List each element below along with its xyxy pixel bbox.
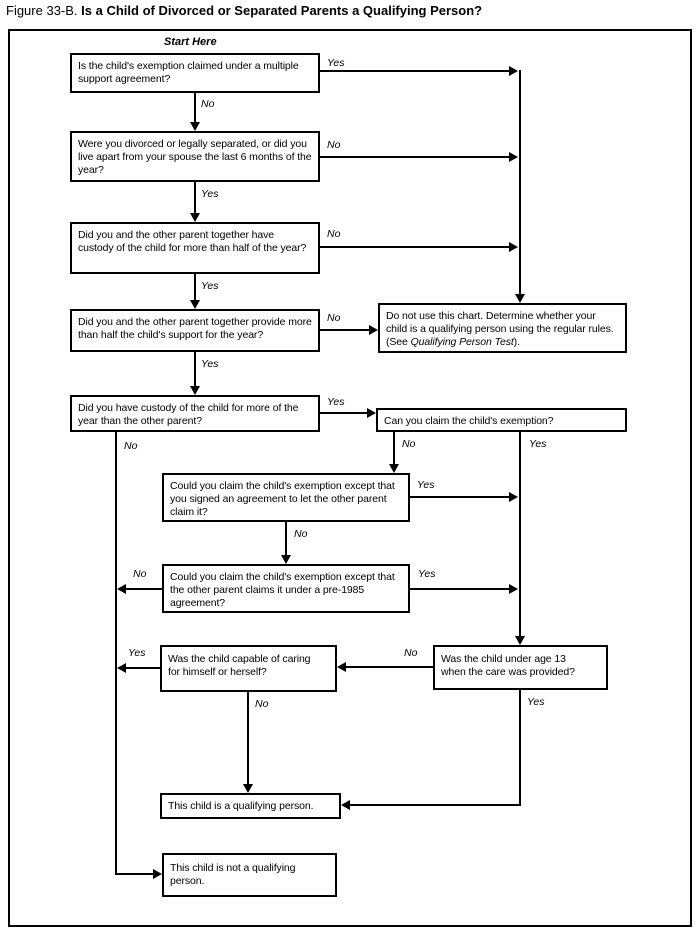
edge-label-q1-yes: Yes	[327, 57, 345, 69]
flow-line-q4-no	[320, 329, 370, 331]
node-claim-exemption: Can you claim the child's exemption?	[376, 408, 627, 432]
edge-label-q2-no: No	[327, 139, 341, 151]
arrowhead-q7-yes	[509, 492, 518, 502]
arrowhead-qualifying	[341, 800, 350, 810]
edge-label-q9-no: No	[255, 698, 269, 710]
arrowhead-q9-no	[243, 784, 253, 793]
arrowhead-not-qualifying	[153, 869, 162, 879]
flow-line-q6-no	[393, 432, 395, 465]
do-not-use-suffix: ).	[513, 336, 520, 348]
arrowhead-q7-no	[281, 555, 291, 564]
arrowhead-q8-yes	[509, 584, 518, 594]
arrowhead-q9-yes	[117, 663, 126, 673]
flow-line-q9-yes	[126, 667, 160, 669]
node-not-qualifying-person: This child is not a qualifying person.	[162, 853, 337, 897]
edge-label-q4-yes: Yes	[201, 358, 219, 370]
chart-border	[8, 29, 692, 927]
flow-line-q7-yes	[410, 496, 510, 498]
arrowhead-q1-yes	[509, 66, 518, 76]
node-custody-more: Did you have custody of the child for mo…	[70, 395, 320, 432]
arrowhead-q6-no	[389, 464, 399, 473]
node-signed-agreement: Could you claim the child's exemption ex…	[162, 473, 410, 522]
arrowhead-q5-yes	[367, 408, 376, 418]
arrowhead-q10-no	[337, 662, 346, 672]
flow-line-right-merge	[519, 70, 521, 296]
flow-line-q10-no	[346, 666, 433, 668]
node-under-age-13: Was the child under age 13 when the care…	[433, 645, 608, 690]
edge-label-q5-no: No	[124, 440, 138, 452]
edge-label-q5-yes: Yes	[327, 396, 345, 408]
flow-line-to-not-qualifying	[115, 873, 155, 875]
flow-line-left-merge	[115, 432, 117, 874]
edge-label-q8-no: No	[133, 568, 147, 580]
flow-line-q1-no	[194, 93, 196, 124]
edge-label-q3-yes: Yes	[201, 280, 219, 292]
edge-label-q6-no: No	[402, 438, 416, 450]
flow-line-q1-yes	[320, 70, 510, 72]
figure-heading: Is a Child of Divorced or Separated Pare…	[81, 3, 483, 18]
do-not-use-reference: Qualifying Person Test	[410, 336, 514, 348]
edge-label-q10-yes: Yes	[527, 696, 545, 708]
flow-line-q4-yes	[194, 352, 196, 387]
figure-label: Figure 33-B.	[6, 3, 78, 18]
arrowhead-q4-yes	[190, 386, 200, 395]
figure-title: Figure 33-B. Is a Child of Divorced or S…	[6, 3, 482, 18]
flow-line-q8-yes	[410, 588, 510, 590]
arrowhead-q1-no	[190, 122, 200, 131]
flow-line-q8-no	[126, 588, 162, 590]
flow-line-q3-no	[320, 246, 510, 248]
node-support-together: Did you and the other parent together pr…	[70, 309, 320, 352]
do-not-use-text: Do not use this chart. Determine whether…	[386, 310, 614, 348]
start-here-label: Start Here	[164, 36, 217, 48]
flow-line-q3-yes	[194, 274, 196, 301]
flow-line-q5-yes	[320, 412, 368, 414]
node-pre-1985-agreement: Could you claim the child's exemption ex…	[162, 564, 410, 613]
node-divorced-separated: Were you divorced or legally separated, …	[70, 131, 320, 182]
edge-label-q9-yes: Yes	[128, 647, 146, 659]
arrowhead-q4-no	[369, 325, 378, 335]
node-do-not-use-chart: Do not use this chart. Determine whether…	[378, 303, 627, 353]
edge-label-q10-no: No	[404, 647, 418, 659]
edge-label-q8-yes: Yes	[418, 568, 436, 580]
flow-line-q10-yes-vertical	[519, 690, 521, 806]
arrowhead-q3-yes	[190, 300, 200, 309]
arrowhead-under-age-13	[515, 636, 525, 645]
flow-line-q2-yes	[194, 182, 196, 214]
edge-label-q3-no: No	[327, 228, 341, 240]
arrowhead-q2-no	[509, 152, 518, 162]
node-custody-together: Did you and the other parent together ha…	[70, 222, 320, 274]
arrowhead-q2-yes	[190, 213, 200, 222]
node-multiple-support: Is the child's exemption claimed under a…	[70, 53, 320, 93]
arrowhead-do-not-use	[515, 294, 525, 303]
edge-label-q6-yes: Yes	[529, 438, 547, 450]
arrowhead-q8-no	[117, 584, 126, 594]
edge-label-q1-no: No	[201, 98, 215, 110]
edge-label-q4-no: No	[327, 312, 341, 324]
node-qualifying-person: This child is a qualifying person.	[160, 793, 341, 819]
edge-label-q2-yes: Yes	[201, 188, 219, 200]
edge-label-q7-no: No	[294, 528, 308, 540]
flow-line-q10-yes-horizontal	[350, 804, 521, 806]
arrowhead-q3-no	[509, 242, 518, 252]
flow-line-q6-yes	[519, 432, 521, 637]
flow-line-q2-no	[320, 156, 510, 158]
flow-line-q7-no	[285, 522, 287, 556]
flow-line-q9-no	[247, 692, 249, 786]
edge-label-q7-yes: Yes	[417, 479, 435, 491]
node-capable-caring: Was the child capable of caring for hims…	[160, 645, 337, 692]
